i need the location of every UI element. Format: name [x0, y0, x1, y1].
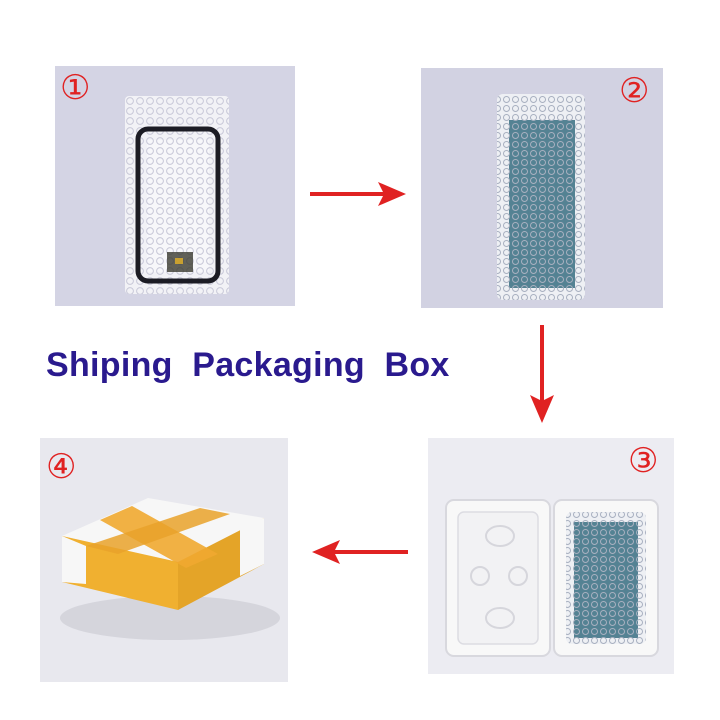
- arrow-left-icon: [312, 538, 408, 566]
- step-number-4: ④: [46, 447, 77, 487]
- page-title: Shiping Packaging Box: [46, 346, 450, 384]
- photo-step-1: ①: [55, 66, 295, 306]
- taped-foam-box-image: [40, 438, 288, 682]
- bubble-bag-screen-image: [55, 66, 295, 306]
- photo-step-3: ③: [428, 438, 674, 674]
- photo-step-4: ④: [40, 438, 288, 682]
- arrow-down-icon: [528, 325, 556, 423]
- step-number-2: ②: [619, 71, 650, 111]
- step-number-1: ①: [60, 68, 91, 108]
- photo-step-2: ②: [421, 68, 663, 308]
- step-number-3: ③: [628, 441, 659, 481]
- foam-box-open-image: [428, 438, 674, 674]
- arrow-right-icon: [310, 180, 406, 208]
- double-bubble-bag-image: [421, 68, 663, 308]
